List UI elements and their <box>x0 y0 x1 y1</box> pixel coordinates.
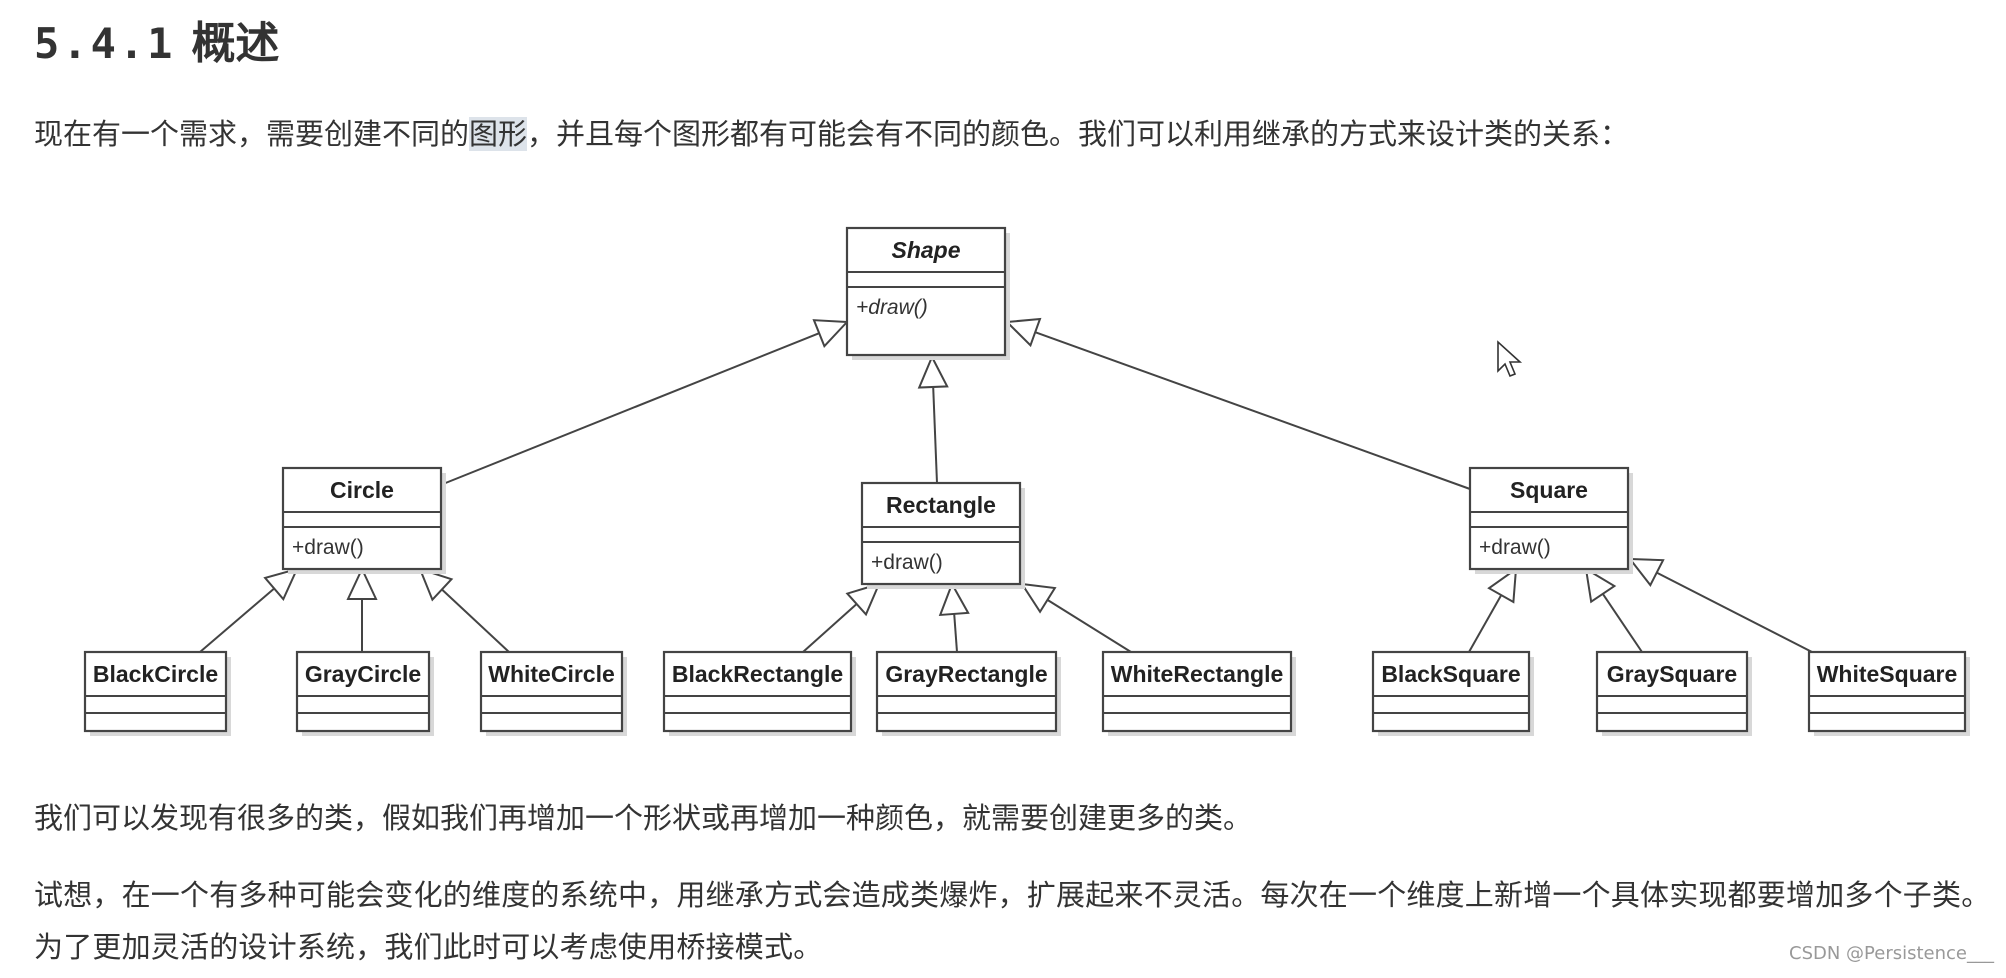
class-name-shape: Shape <box>891 237 960 263</box>
class-method-rectangle: +draw() <box>871 551 943 574</box>
class-name-square: Square <box>1510 477 1588 503</box>
generalization-white-rectangle-to-rectangle <box>1019 582 1132 653</box>
generalization-black-square-to-square <box>1468 566 1518 653</box>
class-name-circle: Circle <box>330 477 394 503</box>
inheritance-line <box>199 587 275 653</box>
section-heading: 5.4.1 概述 <box>34 14 279 77</box>
generalization-gray-square-to-square <box>1584 567 1643 653</box>
class-box-black-square: BlackSquare <box>1371 650 1534 736</box>
class-box-frame <box>1595 650 1749 733</box>
inheritance-line <box>1046 599 1132 653</box>
class-box-frame <box>1468 466 1630 571</box>
generalization-square-to-shape <box>1004 317 1471 490</box>
intro-paragraph: 现在有一个需求，需要创建不同的图形，并且每个图形都有可能会有不同的颜色。我们可以… <box>34 108 1629 160</box>
conclusion-paragraph: 试想，在一个有多种可能会变化的维度的系统中，用继承方式会造成类爆炸，扩展起来不灵… <box>34 878 1991 964</box>
class-box-rectangle: Rectangle +draw() <box>860 481 1025 589</box>
hollow-triangle-arrowhead <box>1487 566 1518 604</box>
hollow-triangle-arrowhead <box>346 566 378 600</box>
class-box-square: Square +draw() <box>1468 466 1633 574</box>
class-name-black-circle: BlackCircle <box>93 661 218 687</box>
class-name-white-square: WhiteSquare <box>1817 661 1958 687</box>
section-title: 概述 <box>191 18 280 69</box>
hollow-triangle-arrowhead <box>418 567 454 602</box>
hollow-triangle-arrowhead <box>917 354 949 389</box>
generalization-gray-circle-to-circle <box>346 566 378 652</box>
hollow-triangle-arrowhead <box>1627 557 1665 587</box>
class-box-frame <box>662 650 853 733</box>
class-name-gray-square: GraySquare <box>1607 661 1737 687</box>
class-box-black-circle: BlackCircle <box>83 650 231 736</box>
inheritance-line <box>932 386 938 484</box>
inheritance-line <box>1656 571 1813 653</box>
inheritance-line <box>441 588 510 653</box>
class-box-white-square: WhiteSquare <box>1807 650 1970 736</box>
class-method-shape: +draw() <box>856 296 928 319</box>
class-name-gray-circle: GrayCircle <box>305 661 421 687</box>
class-name-black-rectangle: BlackRectangle <box>672 661 843 687</box>
class-box-black-rectangle: BlackRectangle <box>662 650 856 736</box>
inheritance-line <box>802 603 858 653</box>
class-box-gray-circle: GrayCircle <box>295 650 434 736</box>
class-box-white-circle: WhiteCircle <box>479 650 627 736</box>
generalization-gray-rectangle-to-rectangle <box>938 581 970 653</box>
class-name-gray-rectangle: GrayRectangle <box>885 661 1047 687</box>
hollow-triangle-arrowhead <box>263 567 299 601</box>
hollow-triangle-arrowhead <box>812 319 850 348</box>
intro-highlighted-word: 图形 <box>469 117 528 151</box>
class-box-frame <box>295 650 431 733</box>
class-box-frame <box>1101 650 1293 733</box>
generalization-circle-to-shape <box>442 319 850 485</box>
observation-paragraph: 我们可以发现有很多的类，假如我们再增加一个形状或再增加一种颜色，就需要创建更多的… <box>34 801 1253 835</box>
class-box-frame <box>1807 650 1967 733</box>
generalization-black-rectangle-to-rectangle <box>802 582 881 653</box>
inheritance-line <box>953 613 958 653</box>
section-number: 5.4.1 <box>34 19 176 68</box>
inheritance-line <box>1034 331 1471 490</box>
intro-text-before: 现在有一个需求，需要创建不同的 <box>34 117 470 151</box>
inheritance-line <box>1468 594 1503 653</box>
class-box-frame <box>860 481 1022 586</box>
class-box-gray-rectangle: GrayRectangle <box>875 650 1061 736</box>
inheritance-line <box>442 332 820 485</box>
class-method-circle: +draw() <box>292 536 364 559</box>
hollow-triangle-arrowhead <box>938 581 970 617</box>
class-box-frame <box>875 650 1058 733</box>
hollow-triangle-arrowhead <box>1019 582 1057 614</box>
class-box-circle: Circle +draw() <box>281 466 446 574</box>
generalization-black-circle-to-circle <box>199 567 299 653</box>
class-name-black-square: BlackSquare <box>1381 661 1520 687</box>
hollow-triangle-arrowhead <box>1004 317 1042 348</box>
generalization-white-circle-to-circle <box>418 567 510 653</box>
mouse-cursor-icon <box>1497 340 1523 378</box>
class-name-white-circle: WhiteCircle <box>488 661 615 687</box>
class-box-frame <box>281 466 443 571</box>
class-name-white-rectangle: WhiteRectangle <box>1111 661 1284 687</box>
class-box-white-rectangle: WhiteRectangle <box>1101 650 1296 736</box>
generalization-rectangle-to-shape <box>917 354 949 484</box>
class-name-rectangle: Rectangle <box>886 492 996 518</box>
class-box-frame <box>845 226 1007 357</box>
intro-text-after: ，并且每个图形都有可能会有不同的颜色。我们可以利用继承的方式来设计类的关系： <box>527 117 1630 151</box>
generalization-white-square-to-square <box>1627 557 1813 653</box>
class-box-shape: Shape +draw() <box>845 226 1010 360</box>
class-box-gray-square: GraySquare <box>1595 650 1752 736</box>
class-box-frame <box>479 650 624 733</box>
hollow-triangle-arrowhead <box>845 582 881 617</box>
class-method-square: +draw() <box>1479 536 1551 559</box>
class-box-frame <box>1371 650 1531 733</box>
csdn-watermark: CSDN @Persistence___ <box>1789 943 1994 964</box>
hollow-triangle-arrowhead <box>1584 567 1617 604</box>
class-box-frame <box>83 650 228 733</box>
inheritance-line <box>1601 593 1643 653</box>
